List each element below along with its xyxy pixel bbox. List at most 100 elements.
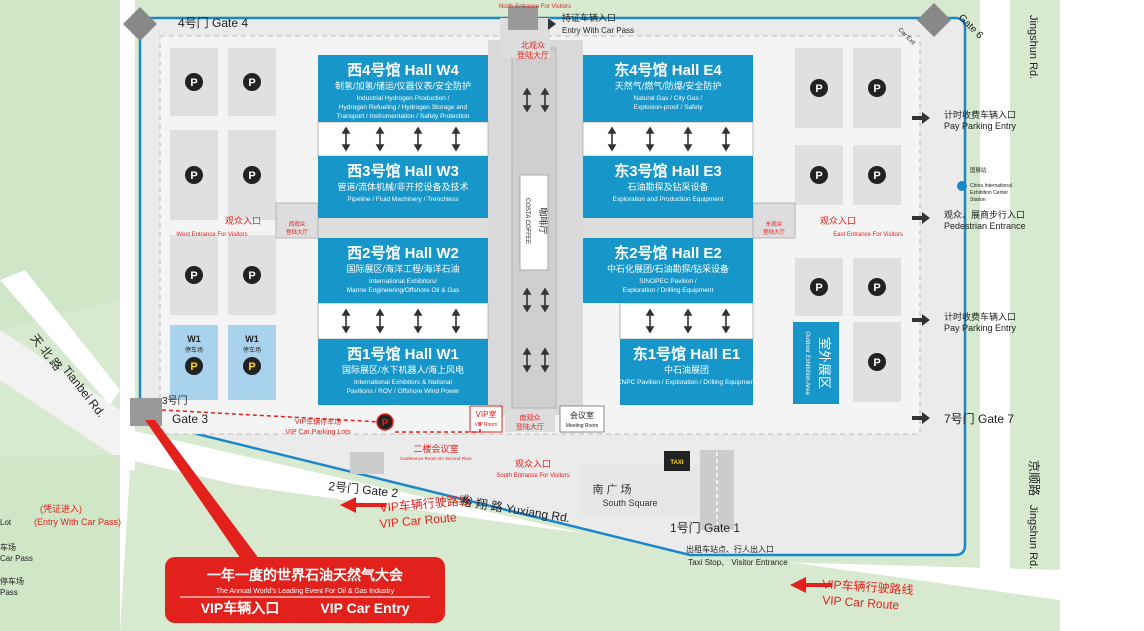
hall-w1-cn: 国际展区/水下机器人/海上风电 (342, 364, 464, 375)
west-hall-label: 西观众 (289, 221, 306, 228)
conference-en: Conference Room On Second Floor (400, 456, 472, 461)
hall-w3[interactable] (318, 156, 488, 218)
parking-icon-letter: P (815, 83, 822, 95)
north-hall-label: 登陆大厅 (517, 50, 549, 60)
vip-parking-icon (376, 413, 394, 431)
parking-lots-west (170, 48, 276, 400)
w1-lot-sub: 停车场 (185, 346, 203, 354)
gate-1-label: 1号门 Gate 1 (670, 520, 740, 535)
gate-2-label: 2号门 Gate 2 (328, 478, 400, 500)
hall-w2-en: Marine Engineering/Offshore Oil & Gas (347, 287, 460, 294)
pay-parking-en: Pay Parking Entry (944, 323, 1017, 333)
pass-entry-en: Entry With Car Pass (562, 26, 634, 35)
station-cn: 国展站 (970, 166, 987, 174)
hall-w4[interactable] (318, 55, 488, 122)
parking-icon-letter: P (815, 170, 822, 182)
road-west (0, 330, 135, 470)
hall-w4-cn: 制氢/加氢/储运/仪器仪表/安全防护 (335, 80, 471, 91)
south-square-en: South Square (602, 498, 657, 508)
meeting-room (559, 405, 605, 433)
meeting-room-cn: 会议室 (570, 410, 594, 420)
south-entrance-cn: 观众入口 (515, 459, 551, 469)
hall-e2-title: 东2号馆 Hall E2 (614, 244, 722, 262)
cafe-cn: 咖啡厅 (538, 207, 549, 234)
vip-route-en: VIP Car Route (379, 510, 457, 531)
jingshun-road (980, 0, 1010, 631)
w1-lot-label: W1 (187, 334, 201, 344)
east-hall-label: 东观众 (766, 220, 783, 228)
coffee-shop (519, 174, 549, 271)
vip-banner (165, 557, 445, 623)
hall-w2[interactable] (318, 238, 488, 303)
jingshun-road-label: Jingshun Rd. (1027, 505, 1039, 569)
banner-en: The Annual World's Leading Event For Oil… (216, 588, 395, 595)
hall-w2-cn: 国际展区/海洋工程/海洋石油 (346, 263, 459, 274)
vip-room (469, 405, 503, 433)
west-hall-label: 登陆大厅 (286, 228, 309, 236)
vip-parking-letter: P (382, 418, 389, 429)
vip-route2-cn: VIP车辆行驶路线 (822, 576, 914, 597)
hall-e3[interactable] (583, 156, 753, 218)
meeting-room-en: Meeting Room (566, 423, 599, 429)
east-entrance-en: East Entrance For Visitors (833, 232, 903, 238)
vip-room-en: VIP Room (475, 422, 498, 428)
left-park2-en: Pass (0, 588, 18, 597)
hall-e2[interactable] (583, 238, 753, 303)
west-entrance-cn: 观众入口 (225, 216, 261, 226)
pass-entry-cn: 持证车辆入口 (562, 12, 616, 23)
parking-icon-letter: P (248, 170, 255, 182)
pay-parking-cn: 计时收费车辆入口 (944, 109, 1016, 120)
south-hall-label: 登陆大厅 (516, 422, 544, 431)
pedestrian-en: Pedestrian Entrance (944, 221, 1026, 231)
west-entrance-en: West Entrance For Visitors (176, 232, 247, 238)
hall-w3-title: 西3号馆 Hall W3 (347, 162, 459, 180)
east-entrance-cn: 观众入口 (820, 216, 856, 226)
hall-w1-en: International Exhibitors & National (354, 379, 452, 386)
taxi-sign-box (664, 451, 690, 471)
jingshun-road-cn: 京顺路 (1027, 460, 1042, 496)
cafe-en: COSTA COFFEE (524, 198, 530, 244)
hall-e4-en: Explosion-proof / Safety (633, 104, 703, 111)
outdoor-en: Outdoor Exhibition Area (804, 331, 810, 395)
gate-7-label: 7号门 Gate 7 (944, 411, 1014, 426)
park-block-left (0, 0, 120, 330)
hall-e2-cn: 中石化展团/石油勘探/钻采设备 (607, 263, 729, 274)
parking-icon-letter: P (190, 170, 197, 182)
right-margin (1060, 0, 1144, 631)
parking-icon-letter: P (873, 357, 880, 369)
entrance-arrows (548, 18, 930, 424)
vip-lot-en: VIP Car Parking Lots (285, 429, 351, 436)
vip-lot-cn: VIP车辆停车场 (295, 417, 341, 426)
hall-w4-en: Hydrogen Refueling / Hydrogen Storage an… (339, 104, 468, 111)
north-entrance-label: North Entrance For Visitors (499, 4, 571, 10)
vip-inner-route (161, 409, 381, 423)
vip-room-cn: VIP室 (476, 409, 497, 419)
hall-w4-en: Industrial Hydrogen Production / (357, 95, 450, 102)
hall-e4[interactable] (583, 55, 753, 122)
parking-icon-letter: P (190, 270, 197, 282)
station-en: China International (970, 183, 1012, 189)
parking-icon-letter: P (248, 77, 255, 89)
hall-e3-cn: 石油勘探及钻采设备 (627, 181, 708, 192)
parking-icon-letter: P (815, 282, 822, 294)
pedestrian-cn: 观众、展商步行入口 (944, 209, 1025, 220)
hall-w3-cn: 管道/流体机械/非开挖设备及技术 (337, 181, 468, 192)
station-en: Station (970, 197, 986, 203)
pay-parking-en: Pay Parking Entry (944, 121, 1017, 131)
hall-w3-en: Pipeline / Fluid Machinery / Trenchless (347, 196, 459, 203)
hall-e1-en: CNPC Pavilion / Exploration / Drilling E… (617, 379, 756, 386)
left-park2-cn: 停车场 (0, 576, 24, 586)
vip-parking-letter: P (248, 361, 255, 373)
parking-icon-letter: P (873, 282, 880, 294)
hall-w2-title: 西2号馆 Hall W2 (347, 244, 459, 262)
hall-w4-title: 西4号馆 Hall W4 (347, 61, 459, 79)
left-lot: Lot (0, 518, 12, 527)
hall-e4-cn: 天然气/燃气/防爆/安全防护 (615, 80, 722, 91)
left-pass-cn: (凭证进入) (40, 503, 82, 514)
left-park-en: Car Pass (0, 554, 33, 563)
gate-4-label: 4号门 Gate 4 (178, 15, 248, 30)
vip-pointer (145, 420, 260, 565)
hall-e1[interactable] (620, 339, 753, 405)
hall-w1[interactable] (318, 339, 488, 405)
